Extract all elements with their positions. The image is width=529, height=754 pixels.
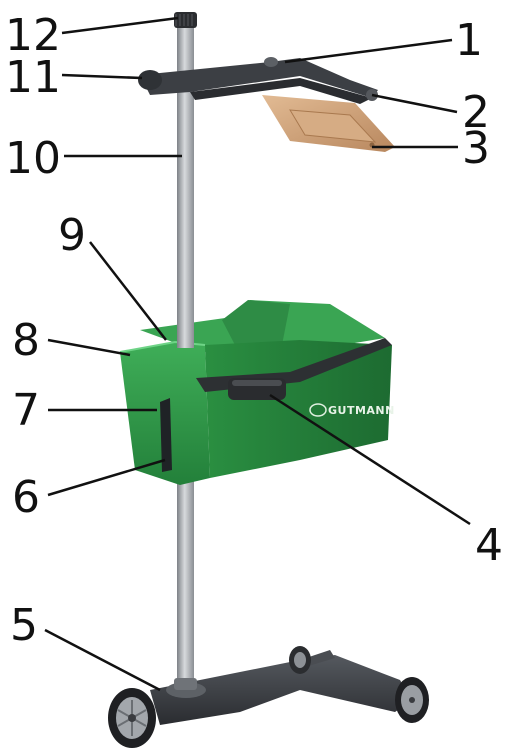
- callout-12: 12: [5, 10, 61, 61]
- arm-clamp: [138, 70, 162, 90]
- leader-5: [44, 628, 161, 692]
- leader-2: [371, 93, 458, 114]
- callout-4: 4: [475, 520, 503, 571]
- reflector-visor: [262, 95, 395, 152]
- leader-lines: [44, 16, 471, 692]
- brand-label: GUTMANN: [328, 404, 395, 417]
- leader-11: [61, 73, 143, 80]
- callout-8: 8: [12, 315, 40, 366]
- reflector-arm: [138, 57, 378, 104]
- arm-pivot: [264, 57, 278, 67]
- leader-1: [284, 38, 453, 64]
- leader-12: [61, 16, 179, 35]
- brand-logo: GUTMANN: [309, 403, 395, 417]
- callout-9: 9: [58, 210, 86, 261]
- front-wheel: [108, 688, 156, 748]
- right-wheel: [395, 677, 429, 723]
- callout-10: 10: [5, 133, 61, 184]
- leader-8: [47, 338, 131, 357]
- callout-11: 11: [5, 52, 61, 103]
- callout-7: 7: [12, 385, 40, 436]
- top-knob: [174, 12, 197, 28]
- leader-6: [47, 458, 166, 497]
- leader-9: [89, 241, 167, 341]
- callout-1: 1: [455, 15, 483, 66]
- callout-6: 6: [12, 472, 40, 523]
- leader-4: [269, 393, 471, 526]
- callout-3: 3: [462, 123, 490, 174]
- rear-wheel: [289, 646, 311, 674]
- callout-5: 5: [10, 600, 38, 651]
- optical-housing: GUTMANN: [119, 300, 395, 485]
- callout-numbers: 12 11 10 1 2 3 9 8 7 6 4 5: [5, 10, 503, 651]
- callout-2: 2: [462, 87, 490, 138]
